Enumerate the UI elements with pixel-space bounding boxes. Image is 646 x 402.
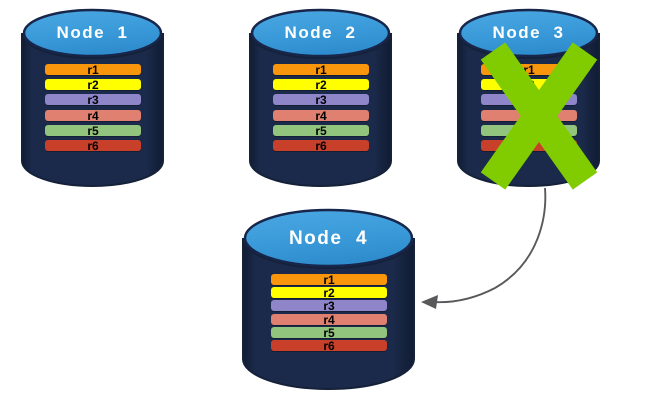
row-r3[interactable]: r3 (273, 92, 369, 107)
row-r1-label: r1 (323, 272, 335, 287)
row-r5-label: r5 (87, 123, 99, 138)
row-r1[interactable]: r1 (273, 62, 369, 77)
row-r5[interactable]: r5 (271, 325, 387, 340)
x-mark-stroke-2 (480, 42, 598, 190)
row-r1[interactable]: r1 (481, 62, 577, 77)
cylinder-top-disc (250, 8, 391, 58)
row-r5[interactable]: r5 (45, 123, 141, 138)
row-r1[interactable]: r1 (271, 272, 387, 287)
row-r4[interactable]: r4 (273, 108, 369, 123)
row-r6[interactable]: r6 (273, 138, 369, 153)
row-r6-label: r6 (323, 338, 335, 353)
row-r2[interactable]: r2 (271, 285, 387, 300)
row-r2[interactable]: r2 (273, 77, 369, 92)
x-mark-icon (480, 42, 598, 190)
row-r4-label: r4 (87, 108, 99, 123)
row-r3[interactable]: r3 (271, 298, 387, 313)
cylinder-top-disc (458, 8, 599, 58)
row-r3[interactable]: r3 (45, 92, 141, 107)
row-r6[interactable]: r6 (45, 138, 141, 153)
row-r1-label: r1 (87, 62, 99, 77)
cylinder-top-disc (243, 208, 414, 268)
row-r3-label: r3 (323, 298, 335, 313)
row-r6[interactable]: r6 (271, 338, 387, 353)
row-r5[interactable]: r5 (273, 123, 369, 138)
row-r1-label: r1 (523, 62, 535, 77)
row-r2-label: r2 (87, 77, 99, 92)
row-r1-label: r1 (315, 62, 327, 77)
row-r4[interactable]: r4 (45, 108, 141, 123)
replication-arrow-line (431, 187, 547, 304)
row-r4-label: r4 (315, 108, 327, 123)
row-r4-label: r4 (323, 312, 335, 327)
cylinder-top-disc (22, 8, 163, 58)
row-r5-label: r5 (315, 123, 327, 138)
row-r2-label: r2 (323, 285, 335, 300)
row-r1[interactable]: r1 (45, 62, 141, 77)
node-3-cylinder[interactable]: Node 3r1r2r3r4r5r6 (457, 8, 600, 190)
row-r5-label: r5 (323, 325, 335, 340)
row-r2-label: r2 (315, 77, 327, 92)
row-r4[interactable]: r4 (271, 312, 387, 327)
row-r3-label: r3 (315, 92, 327, 107)
row-r3-label: r3 (87, 92, 99, 107)
row-r6-label: r6 (315, 138, 327, 153)
row-r6-label: r6 (87, 138, 99, 153)
replication-arrow-head (421, 295, 438, 309)
row-r2[interactable]: r2 (45, 77, 141, 92)
